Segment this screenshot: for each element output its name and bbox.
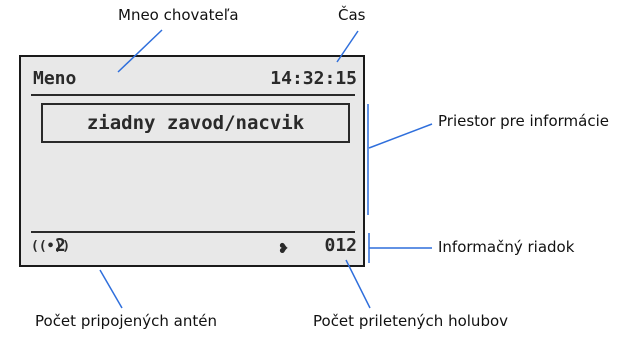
lcd-footer-divider: [31, 231, 355, 233]
lcd-antenna-count: 2: [55, 235, 66, 256]
label-time: Čas: [338, 6, 366, 24]
label-info-space: Priestor pre informácie: [438, 112, 609, 130]
leader-antenna-count: [99, 269, 123, 309]
lcd-info-box: ziadny zavod/nacvik: [41, 103, 350, 143]
label-antenna-count: Počet pripojených antén: [35, 312, 217, 330]
pigeon-icon: ❥: [279, 238, 289, 257]
label-breeder-name: Mneo chovateľa: [118, 6, 239, 24]
leader-pigeon-count: [345, 259, 371, 309]
lcd-status-text: ziadny zavod/nacvik: [86, 112, 305, 134]
label-info-row: Informačný riadok: [438, 238, 575, 256]
lcd-breeder-name: Meno: [33, 68, 77, 89]
lcd-time: 14:32:15: [270, 68, 357, 89]
antenna-icon: ((•)): [31, 239, 71, 254]
lcd-header-divider: [31, 94, 355, 96]
label-pigeon-count: Počet priletených holubov: [313, 312, 509, 330]
leader-time: [336, 30, 359, 63]
leader-info-space: [368, 123, 433, 149]
leader-breeder-name: [117, 29, 163, 73]
lcd-pigeon-count: 012: [324, 235, 357, 256]
lcd-screen: Meno 14:32:15 ziadny zavod/nacvik ((•)) …: [19, 55, 365, 267]
